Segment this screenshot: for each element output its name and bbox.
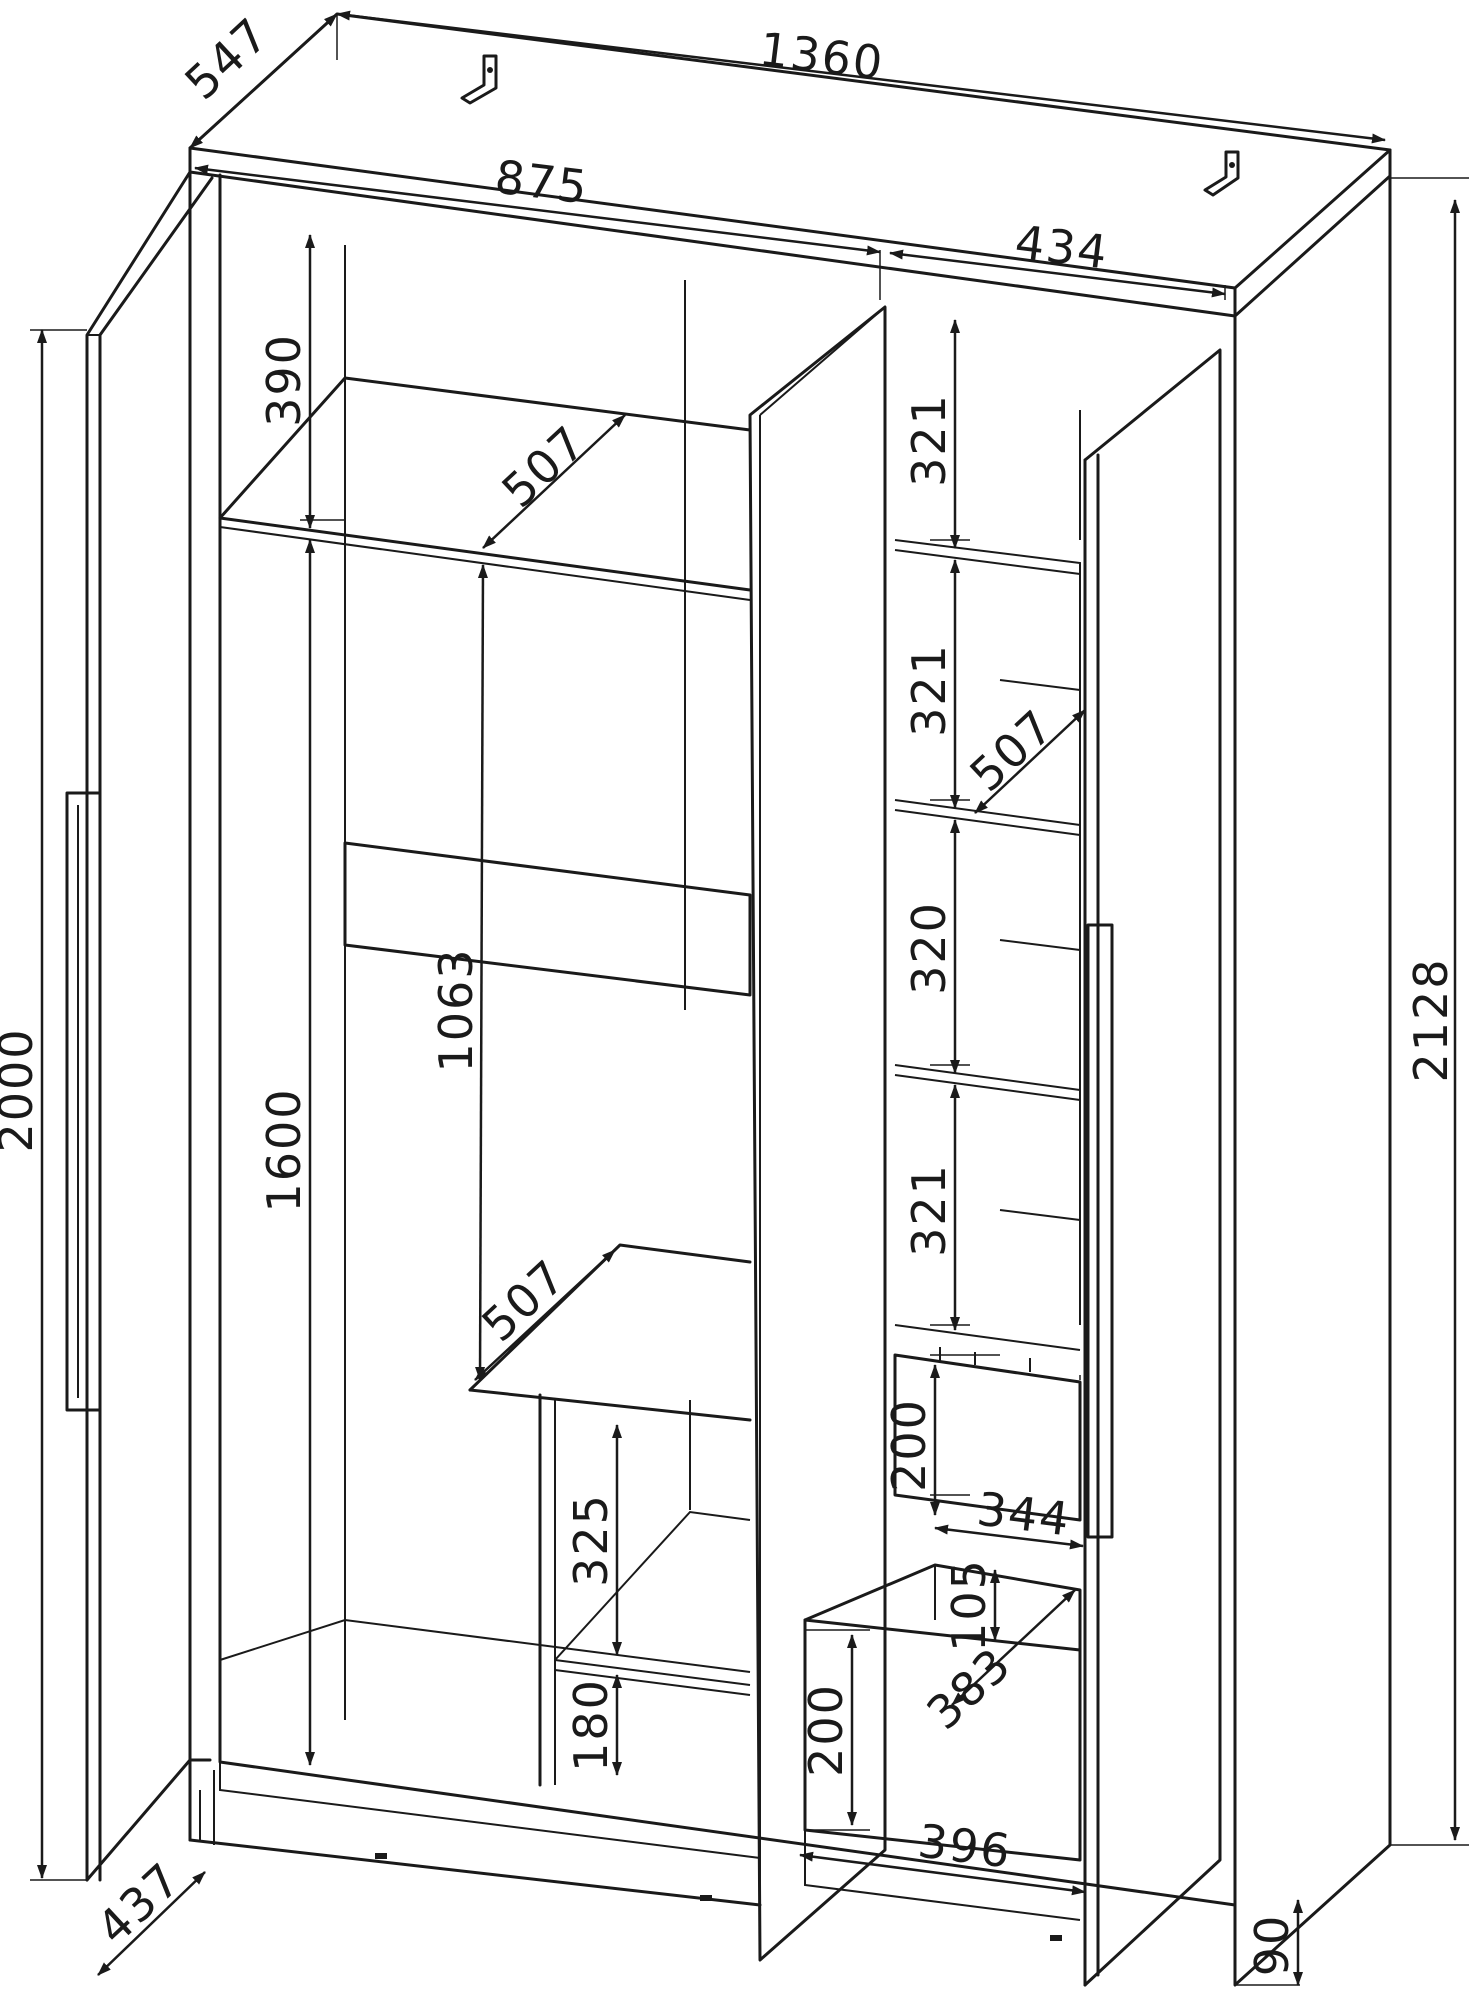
dim-line-width-left [194,164,881,256]
dim-line-shelf-depth-top [482,414,626,549]
dim-drawer-lower-height: 200 [799,1683,853,1777]
extension-lines [30,14,1469,1986]
dim-line-drawer-lower-width [799,1851,1086,1896]
dim-line-width-right [889,249,1226,298]
dim-lower-shelf-1: 325 [564,1493,618,1587]
dim-line-drawer-inner-width [934,1524,1084,1550]
dim-line-width-total [336,10,1386,144]
left-door [65,170,214,1882]
dim-shelf-depth-top: 507 [491,415,596,518]
dim-width-left: 875 [492,150,592,215]
dim-line-shelf-depth-mid [474,1249,616,1381]
dim-right-shelf-3: 320 [902,901,956,995]
dim-drawer-lower-width: 396 [915,1814,1015,1879]
dim-right-shelf-1: 321 [902,393,956,487]
dim-line-shelf-depth-right [974,709,1086,814]
dim-drawer-upper-height: 200 [882,1398,936,1492]
wall-bracket-left [460,54,498,105]
dim-depth-total: 547 [174,7,279,110]
dim-drawer-inner-width: 344 [974,1482,1074,1547]
dim-right-shelf-2: 321 [902,643,956,737]
dim-door-depth: 437 [86,1852,191,1955]
dim-rail-height: 1063 [429,947,483,1072]
dim-shelf-depth-right: 507 [959,699,1064,802]
dim-width-total: 1360 [757,22,888,91]
dim-plinth-height: 90 [1245,1914,1299,1977]
dimension-lines [37,10,1460,1986]
dim-lower-shelf-2: 180 [564,1678,618,1772]
dim-drawer-inner-depth: 383 [916,1637,1021,1740]
dim-line-depth-total [189,13,338,149]
dim-hanging-height: 1600 [257,1087,311,1212]
dim-top-shelf-height: 390 [257,333,311,427]
dimension-labels: 1360 547 875 434 2128 2000 390 1600 1063… [0,7,1458,1977]
dim-right-shelf-4: 321 [902,1163,956,1257]
dim-door-height: 2000 [0,1027,43,1152]
honeycomb-door [1083,348,1222,1987]
wall-bracket-right [1203,150,1240,197]
mirror-door [748,305,887,1962]
cabinet-body [188,12,1392,1987]
dim-drawer-inner-height: 105 [942,1558,996,1652]
dim-width-right: 434 [1012,215,1112,280]
dim-height-total: 2128 [1404,957,1458,1082]
dim-line-rail [475,564,488,1381]
dim-line-drawer-inner-depth [951,1589,1076,1706]
dim-line-door-depth [97,1871,206,1976]
dim-shelf-depth-mid: 507 [471,1249,576,1352]
